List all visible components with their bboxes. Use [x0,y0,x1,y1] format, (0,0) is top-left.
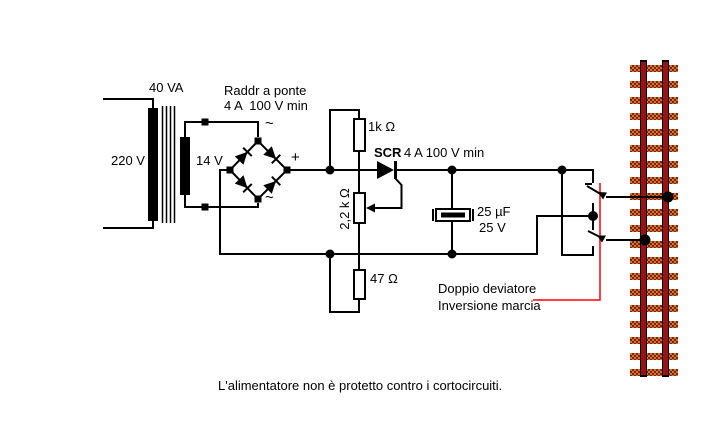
label-scr-rating: 4 A 100 V min [404,145,485,160]
track-tie [630,337,678,344]
secondary-wire-bottom [184,195,259,208]
ac-tilde-top: ~ [265,115,274,132]
ac-tilde-bottom: ~ [265,189,274,206]
r1-branch [329,109,360,170]
circuit-wires [219,109,594,313]
terminal-square [201,118,209,126]
track-tie [630,113,678,120]
bridge-corner-square [254,195,262,203]
track-tie [630,145,678,152]
label-rectifier-line1: Raddr a ponte [224,83,307,98]
lever-arrowhead [598,192,607,200]
rail-right [662,60,669,377]
scr-gate-wire [374,177,403,209]
diode-icon [234,147,253,165]
rail-left [640,60,647,377]
caption: L'alimentatore non è protetto contro i c… [218,378,503,393]
secondary-winding [180,137,190,195]
track-tie [630,257,678,264]
track-tie [630,273,678,280]
switch-junction-dot [588,211,598,221]
resistor-47 [353,269,366,300]
positive-crossover [561,170,594,256]
primary-wire-top [103,98,154,108]
track-tie [630,65,678,72]
diode-icon [263,146,281,164]
label-scr: SCR [374,145,402,160]
diode-icon [234,175,253,193]
pot-wiper-arrow [366,203,375,213]
track-tie [630,353,678,360]
scr-symbol [366,161,403,213]
label-primary-voltage: 220 V [111,153,145,168]
primary-winding [148,108,158,221]
track-tie [630,81,678,88]
bridge-rectifier [226,137,291,203]
label-rectifier-line2: 4 A 100 V min [224,98,308,113]
transformer-core [161,106,176,223]
track-tie [630,369,678,376]
junction-dots [325,165,674,259]
reversing-switch [585,183,668,243]
r2-return-loop [329,254,360,313]
label-resistor-47: 47 Ω [370,271,398,286]
label-switch-line2: Inversione marcia [438,298,541,313]
track-tie [630,97,678,104]
label-cap-voltage: 25 V [479,220,506,235]
track-tie [630,161,678,168]
label-transformer-power: 40 VA [149,80,184,95]
label-potentiometer: 2,2 k Ω [337,188,352,230]
primary-wire-bottom [103,221,154,229]
capacitor-symbol [432,208,474,222]
positive-rail-right [395,169,594,183]
right-rail-connection-dot [662,191,674,203]
bridge-diamond [228,139,289,201]
track-tie [630,241,678,248]
track-tie [630,305,678,312]
bridge-corner-square [254,137,262,145]
label-cap-value: 25 µF [477,204,511,219]
left-rail-connection-dot [639,234,651,246]
red-leader-line [533,183,601,301]
label-resistor-1k: 1k Ω [368,119,396,134]
potentiometer-body [353,192,366,224]
track-tie [630,225,678,232]
track-tie [630,129,678,136]
track-tie [630,209,678,216]
label-switch-line1: Doppio deviatore [438,281,537,296]
diode-icon [263,176,281,194]
transformer [103,98,259,229]
label-secondary-voltage: 14 V [196,153,223,168]
resistor-1k [353,118,366,152]
track-tie [630,289,678,296]
lever-arrowhead [597,235,606,243]
negative-rail [219,169,591,255]
scr-anode-triangle [377,161,394,179]
track-tie [630,177,678,184]
secondary-wire-top [184,121,259,137]
terminal-square [201,203,209,211]
plus-sign: + [291,149,300,166]
track-tie [630,321,678,328]
